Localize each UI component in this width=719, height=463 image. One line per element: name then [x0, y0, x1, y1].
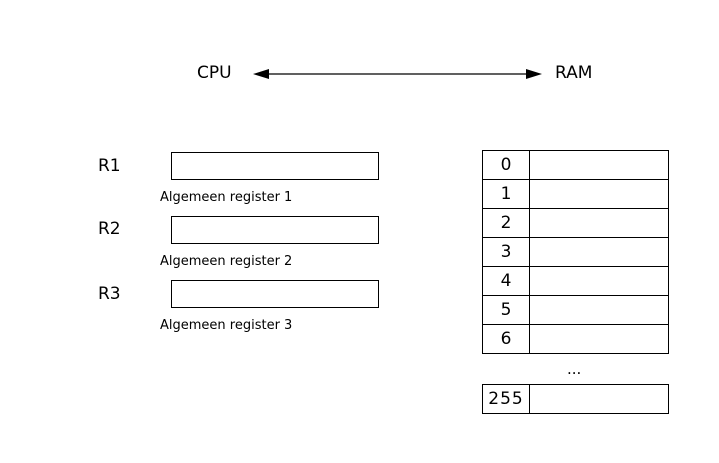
ram-ellipsis: ... — [567, 360, 582, 378]
ram-row: 0 — [482, 150, 670, 180]
ram-row: 4 — [482, 266, 670, 296]
register-r3-caption: Algemeen register 3 — [160, 318, 293, 333]
ram-row: 6 — [482, 324, 670, 354]
register-r2-box — [171, 216, 379, 244]
ram-cell — [529, 179, 669, 209]
ram-address: 0 — [482, 150, 530, 180]
ram-cell — [529, 237, 669, 267]
ram-table: 0 1 2 3 4 5 6 — [482, 150, 670, 354]
ram-address-last: 255 — [482, 384, 530, 414]
register-r3-name: R3 — [98, 284, 121, 304]
ram-address: 3 — [482, 237, 530, 267]
ram-row: 3 — [482, 237, 670, 267]
ram-address: 1 — [482, 179, 530, 209]
ram-address: 2 — [482, 208, 530, 238]
register-r1-box — [171, 152, 379, 180]
register-r1-caption: Algemeen register 1 — [160, 190, 293, 205]
cpu-label: CPU — [197, 63, 232, 83]
ram-row: 1 — [482, 179, 670, 209]
ram-cell-last — [529, 384, 669, 414]
bidirectional-arrow-icon — [253, 69, 542, 79]
ram-label: RAM — [555, 63, 593, 83]
ram-cell — [529, 208, 669, 238]
register-r2-name: R2 — [98, 219, 121, 239]
ram-row-last: 255 — [482, 384, 669, 414]
ram-row: 5 — [482, 295, 670, 325]
ram-cell — [529, 266, 669, 296]
register-r1-name: R1 — [98, 156, 121, 176]
ram-cell — [529, 324, 669, 354]
register-r3-box — [171, 280, 379, 308]
register-r2-caption: Algemeen register 2 — [160, 254, 293, 269]
ram-row: 2 — [482, 208, 670, 238]
ram-address: 5 — [482, 295, 530, 325]
ram-cell — [529, 150, 669, 180]
ram-cell — [529, 295, 669, 325]
ram-address: 4 — [482, 266, 530, 296]
ram-address: 6 — [482, 324, 530, 354]
